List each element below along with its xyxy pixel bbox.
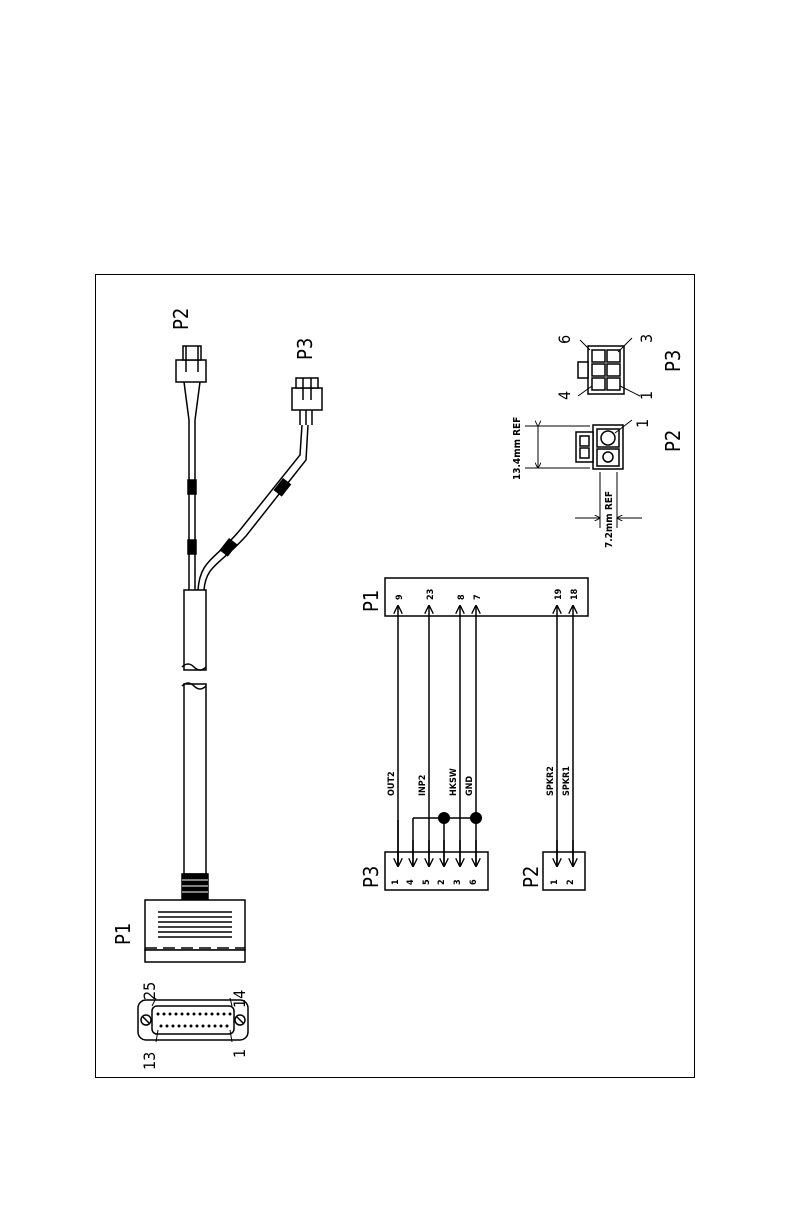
label-p1-block: P1 — [359, 590, 383, 612]
dimension-width: 7.2mm REF — [604, 491, 615, 548]
label-p2-face: P2 — [661, 430, 685, 452]
p3-face-pin-1: 1 — [637, 391, 656, 400]
p3-face — [578, 338, 640, 396]
p3-pin-4: 4 — [406, 879, 416, 885]
label-p2-cable: P2 — [169, 308, 193, 330]
label-p3-cable: P3 — [293, 338, 317, 360]
label-p1-cable: P1 — [111, 923, 135, 945]
p3-pin-2: 2 — [437, 879, 447, 885]
db25-pin-25: 25 — [140, 982, 159, 1000]
signal-gnd: GND — [465, 776, 475, 796]
signal-out2: OUT2 — [387, 771, 397, 796]
p3-pin-6: 6 — [469, 879, 479, 885]
p1-pin-9: 9 — [395, 594, 405, 600]
p2-face — [576, 420, 632, 469]
cable-assembly — [145, 346, 322, 962]
p3-face-pin-4: 4 — [555, 391, 574, 400]
dimension-height: 13.4mm REF — [512, 417, 523, 480]
label-p3-block: P3 — [359, 866, 383, 888]
p2-pin-2: 2 — [566, 879, 576, 885]
p1-pin-8: 8 — [457, 594, 467, 600]
p1-pin-19: 19 — [554, 588, 564, 600]
p3-pin-1: 1 — [391, 879, 401, 885]
signal-hksw: HKSW — [449, 768, 459, 796]
db25-pin-13: 13 — [140, 1052, 159, 1070]
p2-pin-1: 1 — [550, 879, 560, 885]
wires — [398, 606, 573, 866]
p1-pin-7: 7 — [473, 594, 483, 600]
p3-pin-3: 3 — [453, 879, 463, 885]
p3-face-pin-6: 6 — [555, 335, 574, 344]
signal-spkr1: SPKR1 — [562, 766, 572, 796]
signal-spkr2: SPKR2 — [546, 766, 556, 796]
signal-inp2: INP2 — [418, 775, 428, 796]
p3-face-pin-3: 3 — [637, 334, 656, 343]
label-p3-face: P3 — [661, 350, 685, 372]
p3-pin-5: 5 — [422, 879, 432, 885]
p1-pin-18: 18 — [570, 588, 580, 600]
p2-face-pin-1: 1 — [633, 419, 652, 428]
db25-pin-1: 1 — [230, 1049, 249, 1058]
p1-pin-23: 23 — [426, 589, 436, 600]
db25-pin-14: 14 — [230, 990, 249, 1008]
label-p2-block: P2 — [519, 866, 543, 888]
